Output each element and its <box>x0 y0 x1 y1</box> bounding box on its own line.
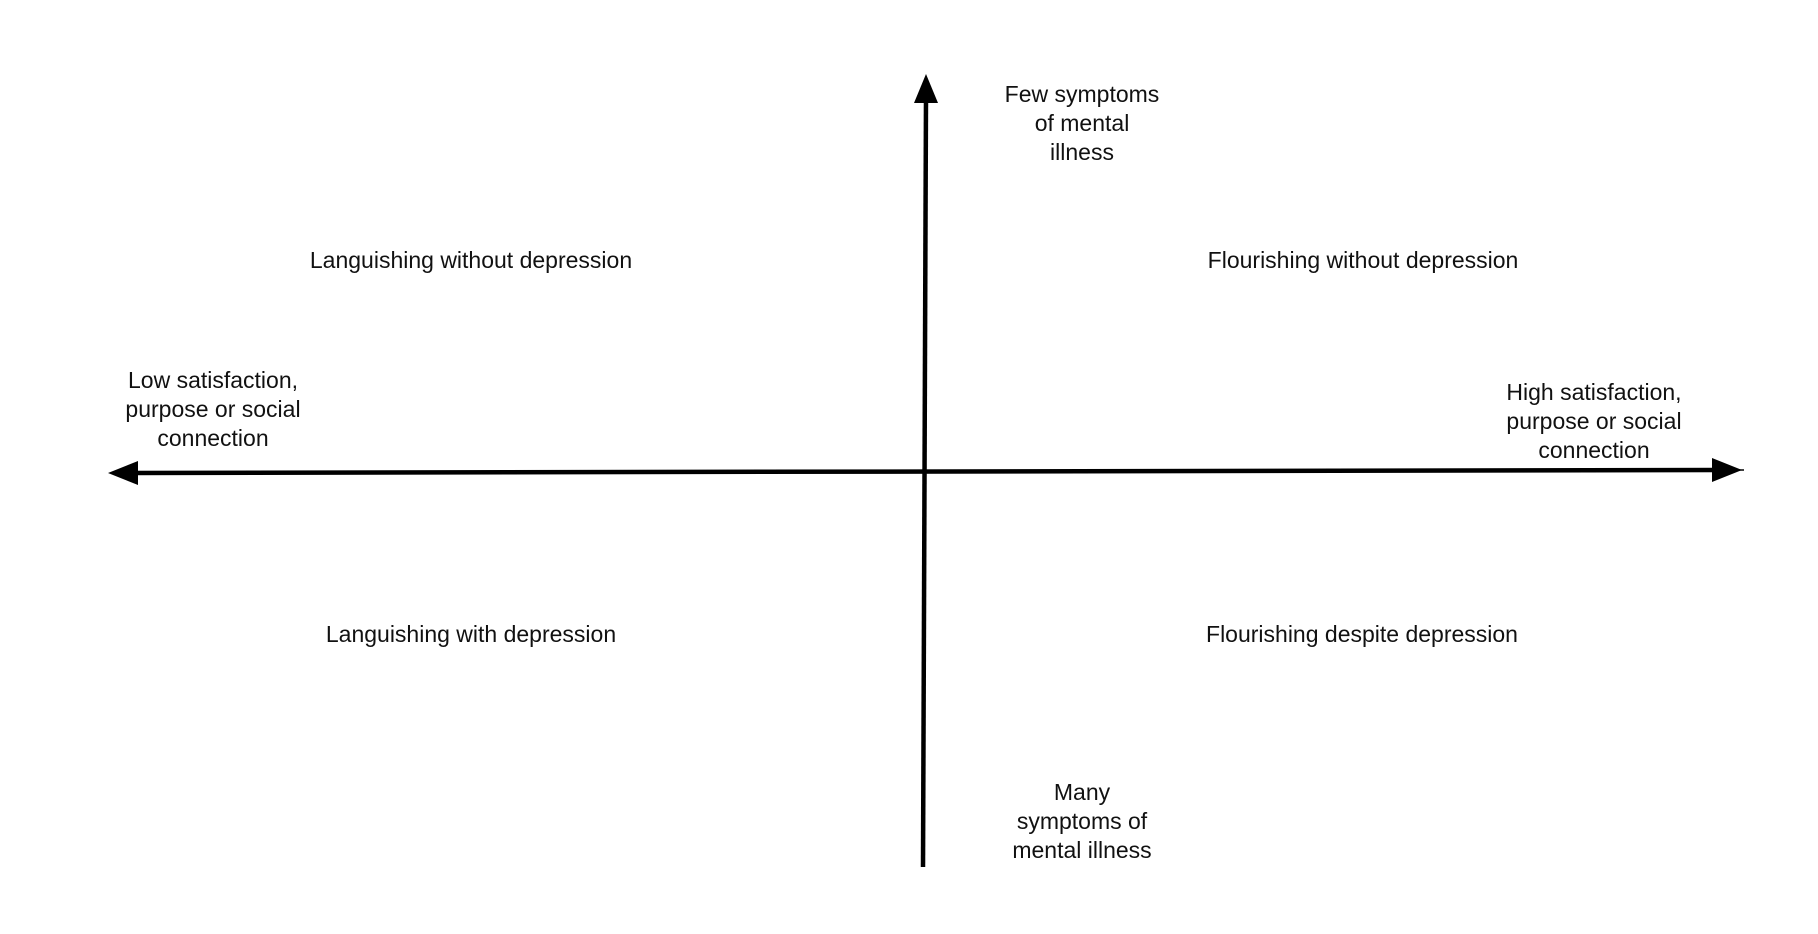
quadrant-label-bottom-left: Languishing with depression <box>325 621 617 647</box>
left-arrowhead <box>108 461 138 485</box>
quadrant-label-bottom-right: Flourishing despite depression <box>1206 621 1518 647</box>
vertical-axis-line <box>920 94 929 868</box>
axis-label-top: Few symptoms of mental illness <box>1004 81 1160 165</box>
axis-label-bottom: Many symptoms of mental illness <box>1012 779 1152 863</box>
top-arrowhead <box>914 74 938 103</box>
axis-label-left: Low satisfaction, purpose or social conn… <box>125 367 301 451</box>
quadrant-label-top-right: Flourishing without depression <box>1207 247 1519 273</box>
axis-label-right: High satisfaction, purpose or social con… <box>1506 379 1682 463</box>
quadrant-label-top-left: Languishing without depression <box>309 247 633 273</box>
